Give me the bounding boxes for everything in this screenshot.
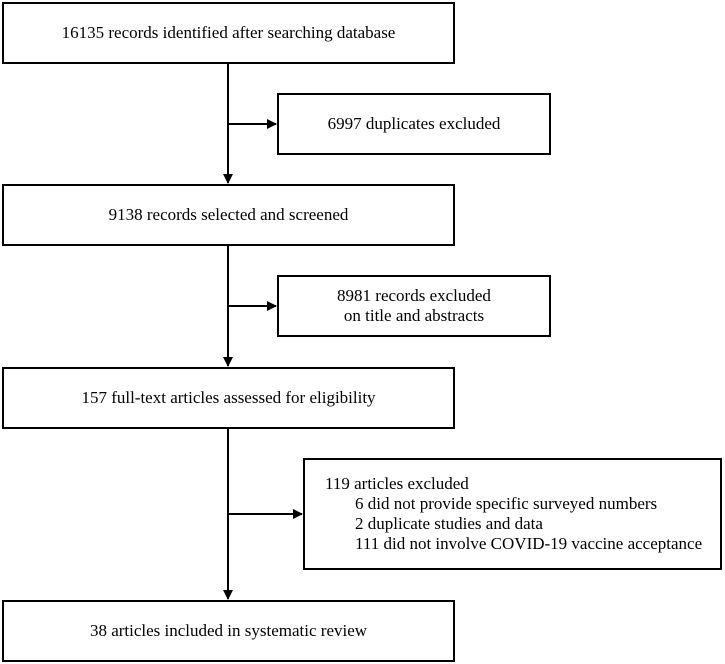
duplicates-excluded-text: 6997 duplicates excluded xyxy=(327,114,501,133)
articles-excluded-header: 119 articles excluded xyxy=(325,474,469,493)
records-identified-box: 16135 records identified after searching… xyxy=(2,2,455,64)
exclusion-reason: 111 did not involve COVID-19 vaccine acc… xyxy=(355,534,703,553)
articles-included-text: 38 articles included in systematic revie… xyxy=(89,621,368,640)
records-identified-text: 16135 records identified after searching… xyxy=(61,23,396,42)
articles-included-box: 38 articles included in systematic revie… xyxy=(2,600,455,662)
fulltext-assessed-text: 157 full-text articles assessed for elig… xyxy=(81,388,376,407)
records-excluded-title-box: 8981 records excluded on title and abstr… xyxy=(277,275,551,337)
records-excluded-line2: on title and abstracts xyxy=(343,306,485,325)
fulltext-assessed-box: 157 full-text articles assessed for elig… xyxy=(2,367,455,429)
records-screened-text: 9138 records selected and screened xyxy=(108,205,349,224)
records-excluded-line1: 8981 records excluded xyxy=(337,286,491,305)
articles-excluded-box: 119 articles excluded 6 did not provide … xyxy=(303,458,722,570)
duplicates-excluded-box: 6997 duplicates excluded xyxy=(277,93,551,155)
exclusion-reason: 2 duplicate studies and data xyxy=(355,514,543,533)
records-screened-box: 9138 records selected and screened xyxy=(2,184,455,246)
exclusion-reason: 6 did not provide specific surveyed numb… xyxy=(355,494,658,513)
